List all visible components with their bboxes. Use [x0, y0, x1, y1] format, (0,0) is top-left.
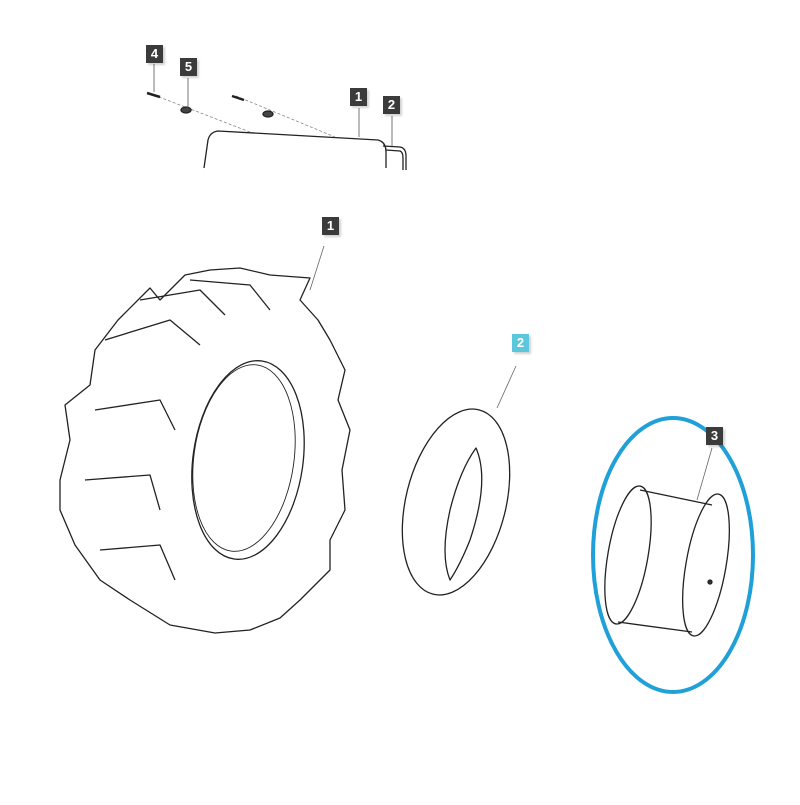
callout-cover[interactable]: 1	[350, 88, 367, 106]
callout-bracket[interactable]: 2	[383, 96, 400, 114]
inner-tube-drawing	[401, 365, 517, 596]
callout-inner-tube[interactable]: 2	[512, 334, 529, 352]
rim-drawing	[604, 447, 730, 637]
callout-tire[interactable]: 1	[322, 217, 339, 235]
callout-rim[interactable]: 3	[706, 427, 723, 445]
rim-highlight-ellipse	[591, 416, 755, 694]
callout-screw[interactable]: 4	[146, 45, 163, 63]
callout-nut[interactable]: 5	[180, 58, 197, 76]
tire-drawing	[59, 245, 351, 634]
top-cover-drawing	[146, 64, 407, 170]
